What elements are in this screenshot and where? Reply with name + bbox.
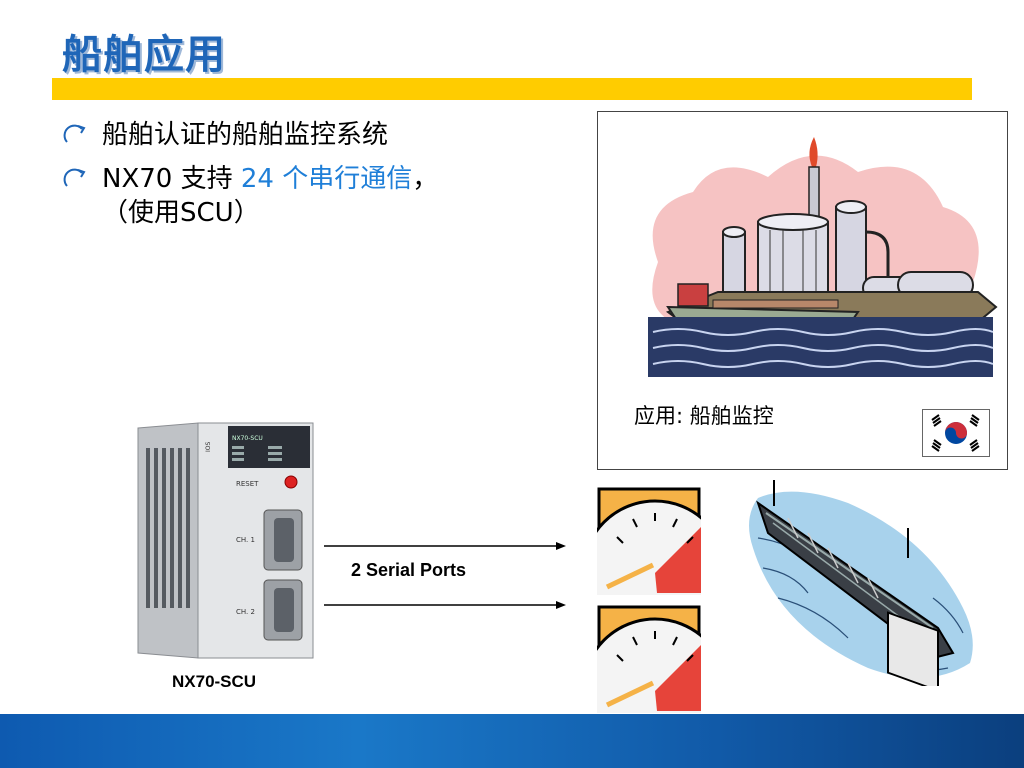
ch1-label: CH. 1 <box>236 536 255 544</box>
page-title: 船舶应用 <box>62 32 226 78</box>
bullet-text-2-line2: （使用SCU） <box>102 198 260 228</box>
bullet-list: 船舶认证的船舶监控系统 NX70 支持 24 个串行通信， （使用SCU） <box>60 118 580 228</box>
application-caption: 应用: 船舶监控 <box>634 404 774 428</box>
application-box <box>597 111 1008 470</box>
bullet-text-1: 船舶认证的船舶监控系统 <box>102 120 389 150</box>
gauge-icon <box>597 605 701 713</box>
bullet-arrow-icon <box>63 168 86 187</box>
bullet-text-2-suffix: ， <box>412 164 439 194</box>
refinery-clipart <box>648 137 998 377</box>
bullet-arrow-icon <box>63 124 86 143</box>
serial-arrows <box>324 542 566 609</box>
module-side-label: IOS <box>205 442 212 452</box>
bullet-item-1: 船舶认证的船舶监控系统 <box>60 118 580 152</box>
gauge-icon <box>597 487 701 595</box>
reset-label: RESET <box>236 480 259 488</box>
title-underline-bar <box>52 78 972 100</box>
serial-ports-label: 2 Serial Ports <box>351 560 467 580</box>
bullet-text-2-highlight: 24 个串行通信 <box>240 164 413 194</box>
bullet-text-2-prefix: NX70 支持 <box>102 164 241 194</box>
ch2-label: CH. 2 <box>236 608 255 616</box>
korea-flag-icon <box>922 409 990 457</box>
nx70-scu-module: NX70-SCU IOS RESET CH. 1 CH. 2 <box>137 422 314 659</box>
tanker-ship-clipart <box>749 480 973 686</box>
bullet-item-2: NX70 支持 24 个串行通信， <box>60 162 580 196</box>
module-label: NX70-SCU <box>172 672 257 691</box>
module-model-text: NX70-SCU <box>232 435 263 442</box>
footer-bar <box>0 714 1024 768</box>
